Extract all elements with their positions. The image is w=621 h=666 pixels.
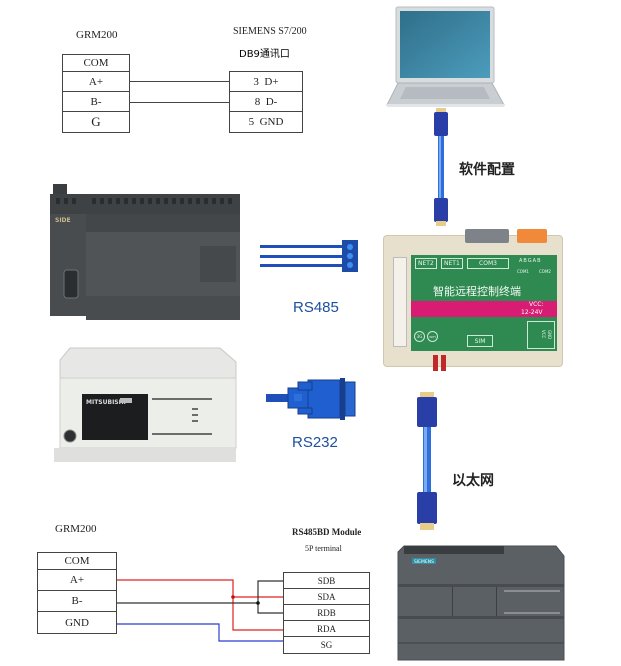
com1-label: COM1 (517, 269, 529, 274)
top-right-subtitle: DB9通讯口 (239, 49, 290, 60)
vcc-band (411, 301, 557, 317)
pin-signal: D- (265, 95, 278, 108)
top-right-title: SIEMENS S7/200 (233, 26, 307, 37)
terminal-pin-8: 8 D- (229, 92, 303, 112)
bottom-right-subtitle: 5P terminal (305, 544, 342, 553)
siemens-logo (412, 558, 436, 564)
terminal-com: COM (62, 54, 130, 72)
power-pin-gnd: GND (547, 330, 552, 340)
pin-a: A (519, 258, 524, 264)
remote-control-terminal: NET2 NET1 COM3 ABGAB COM1 COM2 智能远程控制终端 … (383, 229, 563, 371)
port-net1: NET1 (441, 258, 463, 269)
power-terminal: GND VCC (527, 321, 555, 349)
wire-b-minus-bus (257, 580, 283, 614)
antenna-3g: 3G (414, 331, 425, 342)
terminal-a-plus: A+ (37, 570, 117, 591)
bottom-right-title: RS485BD Module (292, 527, 362, 537)
terminal-g: G (62, 112, 130, 133)
ethernet-cable-top (434, 108, 448, 226)
port-com3: COM3 (467, 258, 509, 269)
pin-signal: D+ (264, 75, 279, 88)
terminal-b-minus: B- (37, 591, 117, 612)
terminal-rdb: RDB (283, 605, 370, 621)
port-net2: NET2 (415, 258, 437, 269)
laptop-screen (400, 11, 490, 78)
bottom-left-title: GRM200 (55, 523, 97, 535)
vcc-range: 12-24V (521, 309, 543, 316)
pin-b: B (537, 258, 542, 264)
pin-g: G (527, 258, 533, 264)
junction-a-plus (231, 595, 235, 599)
label-ethernet: 以太网 (452, 473, 494, 489)
vcc-label: VCC: (529, 301, 544, 308)
terminal-b-minus: B- (62, 92, 130, 112)
svg-text:SIDE: SIDE (55, 217, 71, 224)
wire-b-minus (130, 102, 229, 103)
terminal-pin-3: 3 D+ (229, 71, 303, 92)
db9-port-icon (465, 229, 509, 243)
terminal-rda: RDA (283, 621, 370, 637)
label-rs485: RS485 (293, 299, 339, 316)
wire-a-plus (130, 81, 229, 82)
serial-label-sticker (393, 257, 407, 347)
terminal-com: COM (37, 552, 117, 570)
com-pins: ABGAB (519, 258, 542, 264)
terminal-pin-5: 5 GND (229, 112, 303, 133)
mitsubishi-front-panel (82, 394, 148, 440)
terminal-title: 智能远程控制终端 (433, 285, 521, 298)
ethernet-cable-bottom (417, 392, 437, 530)
wire-a-plus (117, 579, 283, 631)
power-pin-vcc: VCC (541, 330, 546, 339)
com2-label: COM2 (539, 269, 551, 274)
label-software-config: 软件配置 (459, 162, 515, 178)
antenna-connector-icon (433, 355, 438, 371)
pin-signal: GND (259, 116, 284, 128)
svg-text:MITSUBISHI: MITSUBISHI (86, 399, 126, 406)
rs485-connector-icon (260, 240, 358, 272)
top-left-title: GRM200 (76, 29, 118, 41)
pin-number: 3 (253, 75, 259, 88)
terminal-a-plus: A+ (62, 72, 130, 92)
terminal-gnd: GND (37, 612, 117, 634)
antenna-wifi: WIFI (427, 331, 438, 342)
wire-gnd (117, 623, 283, 642)
terminal-block-icon (517, 229, 547, 243)
siemens-s71200-plc-image: SIEMENS (397, 545, 565, 661)
label-rs232: RS232 (292, 434, 338, 451)
terminal-sg: SG (283, 637, 370, 654)
laptop-image (386, 6, 505, 107)
svg-text:SIEMENS: SIEMENS (414, 559, 434, 565)
pin-b: B (523, 258, 528, 264)
terminal-sda: SDA (283, 589, 370, 605)
antenna-connector-icon (441, 355, 446, 371)
pin-number: 5 (248, 116, 255, 128)
junction-b-minus (256, 601, 260, 605)
rs232-connector-icon (266, 378, 356, 420)
terminal-panel: NET2 NET1 COM3 ABGAB COM1 COM2 智能远程控制终端 … (411, 255, 557, 351)
mitsubishi-fx3u-plc-image: MITSUBISHI (54, 347, 237, 462)
pin-number: 8 (254, 95, 261, 108)
siemens-s7200-plc-image: SIDE (50, 184, 240, 320)
terminal-sdb: SDB (283, 572, 370, 589)
sim-slot: SIM (467, 335, 493, 347)
pin-a: A (532, 258, 538, 264)
